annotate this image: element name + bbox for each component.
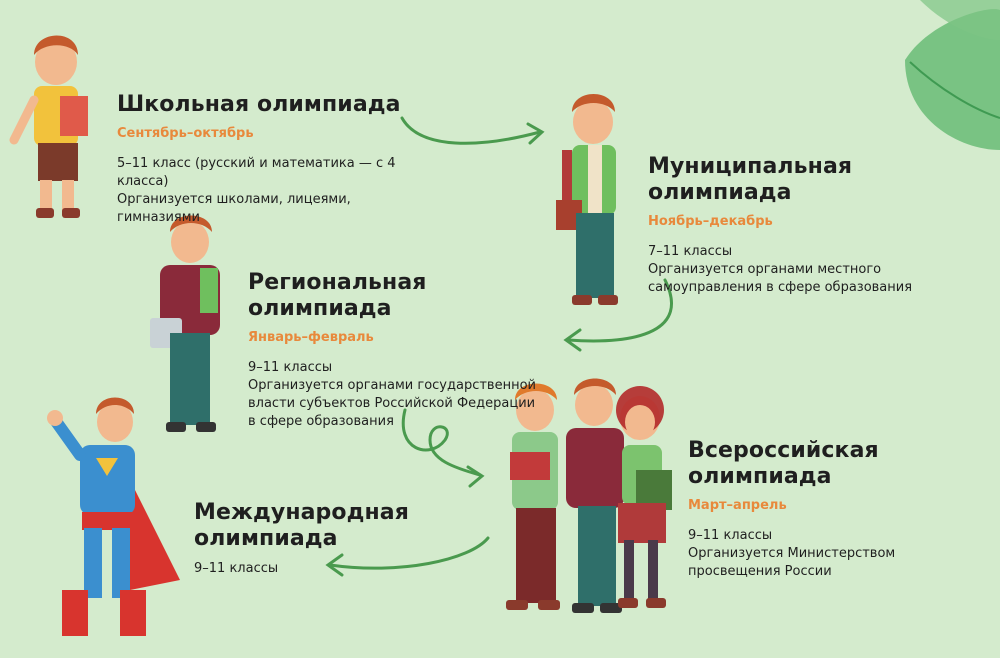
description-line: 9–11 классы: [248, 360, 333, 375]
arrow-regional-to-allrussian: [401, 408, 485, 488]
municipal-boy-figure: [556, 94, 618, 305]
description-line: 9–11 классы: [194, 561, 279, 576]
stage-regional: Региональная олимпиада Январь–февраль 9–…: [248, 270, 548, 431]
stage-title: Международная олимпиада: [194, 500, 454, 552]
description-line: Организуется органами местного: [648, 262, 882, 277]
description-line: в сфере образования: [248, 414, 394, 429]
stage-description: 9–11 классы Организуется органами госуда…: [248, 359, 548, 431]
arrow-allrussian-to-international: [325, 536, 490, 577]
stage-description: 9–11 классы: [194, 560, 454, 578]
description-line: 7–11 классы: [648, 244, 733, 259]
students-group-figure: [506, 378, 672, 613]
stage-period: Ноябрь–декабрь: [648, 214, 773, 229]
stage-title: Региональная олимпиада: [248, 270, 427, 321]
title-line: олимпиада: [194, 526, 338, 551]
description-line: Организуется школами, лицеями, гимназиям…: [117, 192, 351, 225]
stage-school: Школьная олимпиада Сентябрь–октябрь 5–11…: [117, 92, 437, 227]
superhero-figure: [47, 397, 180, 636]
stage-title: Школьная олимпиада: [117, 92, 401, 117]
stage-title: Муниципальная олимпиада: [648, 154, 853, 205]
stage-period: Сентябрь–октябрь: [117, 126, 254, 141]
description-line: 5–11 класс (русский и математика — с 4 к…: [117, 156, 396, 189]
stage-description: 5–11 класс (русский и математика — с 4 к…: [117, 155, 437, 227]
stage-description: 7–11 классы Организуется органами местно…: [648, 243, 978, 297]
stage-international: Международная олимпиада 9–11 классы: [194, 500, 454, 578]
stage-municipal: Муниципальная олимпиада Ноябрь–декабрь 7…: [648, 154, 978, 297]
stage-period: Январь–февраль: [248, 330, 374, 345]
regional-boy-figure: [150, 215, 220, 432]
leaf-icon: [905, 0, 1000, 151]
description-line: власти субъектов Российской Федерации: [248, 396, 536, 411]
description-line: просвещения России: [688, 564, 832, 579]
stage-title: Всероссийская олимпиада: [688, 438, 879, 489]
stage-allrussian: Всероссийская олимпиада Март–апрель 9–11…: [688, 438, 993, 581]
schoolboy-figure: [9, 35, 88, 218]
stage-description: 9–11 классы Организуется Министерством п…: [688, 527, 993, 581]
arrow-municipal-to-regional: [563, 278, 673, 352]
description-line: самоуправления в сфере образования: [648, 280, 913, 295]
stage-period: Март–апрель: [688, 498, 787, 513]
description-line: Организуется Министерством: [688, 546, 896, 561]
description-line: 9–11 классы: [688, 528, 773, 543]
title-line: Международная: [194, 500, 409, 525]
arrow-school-to-municipal: [400, 116, 545, 145]
description-line: Организуется органами государственной: [248, 378, 536, 393]
